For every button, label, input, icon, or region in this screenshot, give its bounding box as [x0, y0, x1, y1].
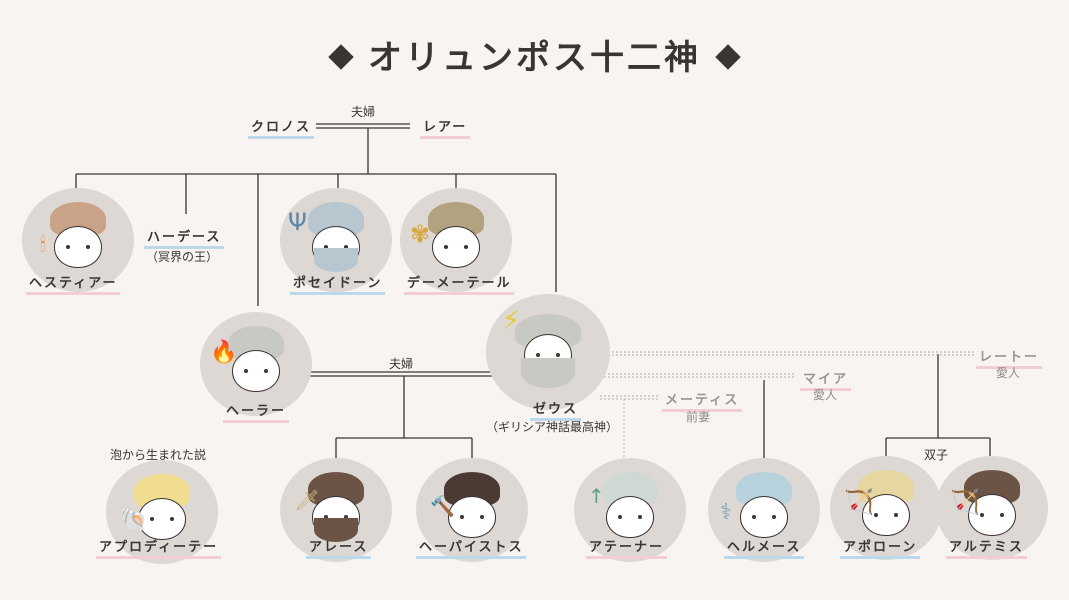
portrait-poseidon: Ψ	[280, 188, 392, 292]
relation-label-metis: 前妻	[686, 410, 711, 424]
beard	[521, 358, 575, 388]
name-aphrodite: アプロディーテー	[96, 536, 222, 559]
name-ares: アレース	[306, 536, 372, 559]
name-rhea: レアー	[420, 116, 471, 139]
portrait-hestia: 🕯	[22, 188, 134, 292]
relation-label-maia: 愛人	[813, 388, 838, 402]
portrait-zeus: ⚡	[486, 294, 610, 410]
name-athena: アテーナー	[586, 536, 668, 559]
candle-icon: 🕯	[40, 232, 46, 256]
portrait-hera: 🔥	[200, 312, 312, 416]
caduceus-icon: ⚕	[720, 500, 732, 525]
portrait-apollo: 🏹	[830, 456, 942, 560]
portrait-aphrodite: 🐚	[106, 460, 218, 564]
face	[54, 226, 102, 268]
torch-icon: 🔥	[210, 340, 238, 365]
name-metis: メーティス	[662, 389, 743, 412]
relation-label-leto: 愛人	[996, 366, 1021, 380]
diamond-icon	[715, 44, 741, 70]
name-zeus: ゼウス	[530, 398, 582, 421]
wheat-icon: ✾	[410, 220, 431, 248]
relation-label-twins: 双子	[924, 448, 949, 462]
name-demeter: デーメーテール	[404, 272, 515, 295]
page-title: オリュンポス十二神	[0, 30, 1069, 79]
name-hestia: ヘスティアー	[26, 272, 121, 295]
name-cronus: クロノス	[248, 116, 315, 139]
name-apollo: アポローン	[840, 536, 921, 559]
diamond-icon	[328, 44, 354, 70]
face	[862, 494, 910, 536]
spear-icon: ↑	[588, 484, 605, 508]
portrait-demeter: ✾	[400, 188, 512, 292]
portrait-hermes: ⚕	[708, 458, 820, 562]
bow-icon: 🏹	[950, 488, 980, 516]
beard	[314, 518, 358, 542]
name-hermes: ヘルメース	[724, 536, 805, 559]
portrait-ares: 🗡	[280, 458, 392, 562]
face	[138, 498, 186, 540]
beard	[314, 248, 358, 272]
face	[232, 350, 280, 392]
portrait-artemis: 🏹	[936, 456, 1048, 560]
hades-subtitle: （冥界の王）	[146, 250, 219, 264]
portrait-athena: ↑	[574, 458, 686, 562]
zeus-subtitle: （ギリシア神話最高神）	[486, 420, 619, 434]
aphrodite-origin-note: 泡から生まれた説	[110, 448, 207, 462]
face	[968, 494, 1016, 536]
sword-icon: 🗡	[294, 488, 320, 512]
relation-label-cronus-rhea: 夫婦	[351, 105, 376, 119]
title-text: オリュンポス十二神	[368, 38, 701, 78]
portrait-hephaestus: 🔨	[416, 458, 528, 562]
name-hera: ヘーラー	[223, 400, 290, 423]
name-leto: レートー	[976, 346, 1043, 369]
name-maia: マイア	[800, 368, 852, 391]
hammer-icon: 🔨	[430, 494, 455, 518]
bow-icon: 🏹	[844, 488, 874, 516]
name-hephaestus: ヘーパイストス	[416, 536, 527, 559]
face	[740, 496, 788, 538]
relation-label-zeus-hera: 夫婦	[389, 357, 414, 371]
face	[432, 226, 480, 268]
face	[448, 496, 496, 538]
name-poseidon: ポセイドーン	[290, 272, 386, 295]
name-artemis: アルテミス	[946, 536, 1027, 559]
trident-icon: Ψ	[288, 208, 307, 236]
shell-icon: 🐚	[120, 508, 148, 533]
name-hades: ハーデース	[144, 226, 225, 249]
face	[606, 496, 654, 538]
lightning-icon: ⚡	[502, 306, 521, 336]
